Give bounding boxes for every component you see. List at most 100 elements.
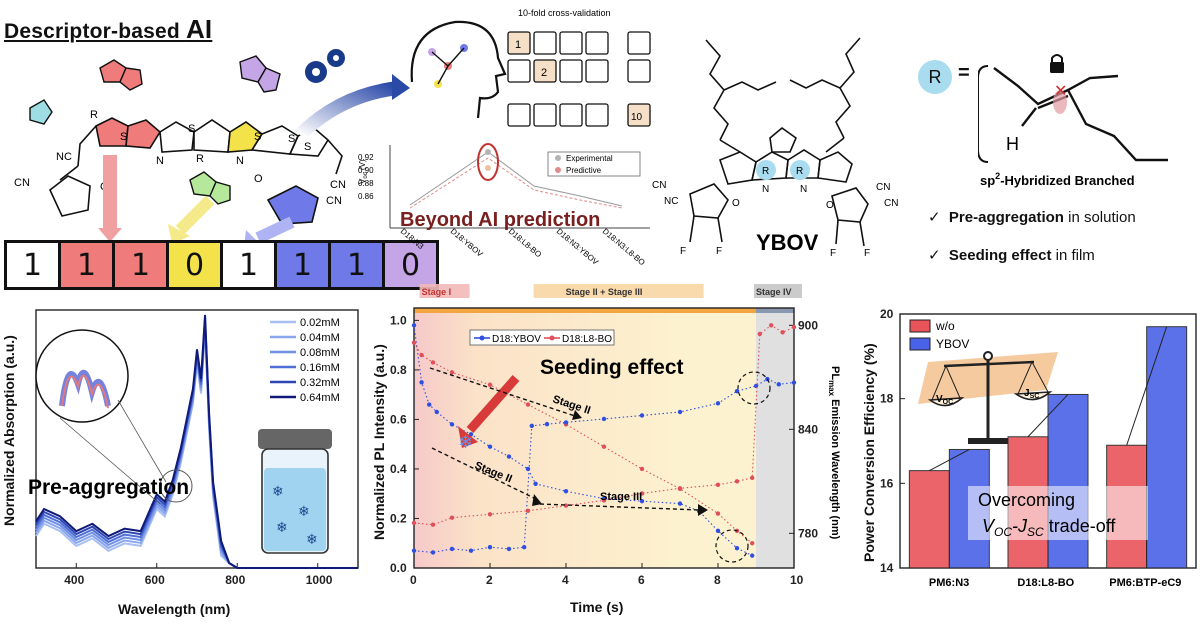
data-point xyxy=(506,546,512,552)
data-point xyxy=(430,360,436,365)
equals-sign: = xyxy=(958,62,970,84)
label-r: R xyxy=(796,166,803,177)
cv-label: 10-fold cross-validation xyxy=(518,8,611,18)
mini-prediction-plot: 0.92 0.90 0.88 0.86 Voc (V) Experimental… xyxy=(358,143,650,267)
data-point xyxy=(533,481,538,487)
snowflake-icon: ❄ xyxy=(458,432,473,452)
x-tick-label: 400 xyxy=(64,573,84,587)
data-point xyxy=(715,528,721,534)
data-point xyxy=(677,501,683,506)
backbone xyxy=(49,117,343,225)
balance-scale-icon: VOC JSC xyxy=(918,351,1058,444)
vial-icon: ❄ ❄ ❄ ❄ xyxy=(258,429,332,554)
data-point xyxy=(677,409,683,415)
x-tick-label: D18:L8-BO xyxy=(1017,577,1074,589)
data-point xyxy=(449,515,455,520)
y-right-tick-label: 900 xyxy=(798,318,818,332)
data-point xyxy=(487,444,493,449)
data-point xyxy=(765,376,770,382)
y-tick-label: 0.4 xyxy=(390,462,407,476)
bar-connector xyxy=(1027,394,1069,438)
bar xyxy=(908,470,950,569)
label-cn: NC xyxy=(664,196,678,207)
bar xyxy=(1047,393,1089,569)
voc-label: VOC xyxy=(936,394,953,406)
absorption-chart: Normalized Absorption (a.u.) Wavelength … xyxy=(1,309,359,617)
mini-xtick: D18:L8-BO xyxy=(507,227,543,260)
legend-item: 0.64mM xyxy=(300,392,340,404)
pce-chart: Power Conversion Efficiency (%) 14161820… xyxy=(861,307,1197,589)
jsc-label: JSC xyxy=(1024,388,1039,400)
sp2-label: sp2-Hybridized Branched xyxy=(980,171,1135,188)
data-point xyxy=(419,352,424,358)
stage-bar xyxy=(414,308,756,313)
mini-xtick: D18:N3:YBOV xyxy=(555,227,601,267)
y-tick-label: 0.0 xyxy=(390,561,407,575)
snowflake-icon: ❄ xyxy=(272,483,284,499)
data-point xyxy=(639,498,645,504)
legend-box xyxy=(469,329,615,346)
label-r: R xyxy=(762,166,769,177)
label-o: O xyxy=(254,173,263,185)
legend-swatch xyxy=(909,337,931,351)
mini-ytick: 0.88 xyxy=(358,179,374,188)
snowflake-icon: ❄ xyxy=(306,531,318,547)
check-icon: ✓ xyxy=(928,209,941,226)
data-point xyxy=(449,546,455,552)
legend-item: 0.04mM xyxy=(300,332,340,344)
data-point xyxy=(750,475,755,481)
cv-grid xyxy=(507,31,651,127)
data-point xyxy=(715,482,721,487)
x-tick-label: 2 xyxy=(486,573,493,587)
data-point xyxy=(430,522,436,527)
data-point xyxy=(449,422,455,427)
stage-bar xyxy=(756,308,794,313)
plot-frame xyxy=(413,307,795,569)
label-f: F xyxy=(716,246,722,257)
gear-icon xyxy=(305,49,345,83)
data-point xyxy=(563,420,569,425)
label-n: N xyxy=(762,184,769,195)
x-tick-label: 8 xyxy=(714,573,721,587)
ybov-molecule: R R N N F F F F CN NC CN CN O O YBOV xyxy=(652,37,898,259)
bit-cell: 1 xyxy=(331,243,385,287)
label-s: S xyxy=(288,133,295,145)
label-s: S xyxy=(188,123,195,135)
purple-fragment-icon xyxy=(239,55,281,93)
data-point xyxy=(411,548,417,553)
legend-item: YBOV xyxy=(936,337,969,351)
yellow-arrow xyxy=(175,195,215,235)
title-ai: AI xyxy=(185,14,213,44)
bit-cell: 1 xyxy=(223,243,277,287)
data-point xyxy=(677,486,683,491)
y-tick-label: 0.6 xyxy=(390,412,407,426)
data-point xyxy=(487,545,493,550)
x-tick-label: 4 xyxy=(562,573,569,587)
data-point xyxy=(411,340,417,345)
flow-arrow xyxy=(295,81,399,141)
cross-mark-icon: ✕ xyxy=(1054,83,1067,100)
chart-title: Seeding effect xyxy=(540,356,684,379)
data-point xyxy=(449,370,455,375)
red-fragment-icon xyxy=(99,59,143,91)
stage-annotation: Stage III xyxy=(600,491,642,503)
data-point xyxy=(715,511,721,516)
fold-number: 2 xyxy=(541,67,547,79)
data-point xyxy=(522,545,527,550)
stage-label: Stage I xyxy=(422,287,452,297)
bar-connector xyxy=(1126,326,1168,446)
label-o: O xyxy=(826,200,834,211)
bullet-rest: in film xyxy=(1051,247,1095,264)
molecule-left: NC CN O R R N N S S S S S O CN CN xyxy=(14,55,346,240)
mini-legend-item: Predictive xyxy=(566,166,602,175)
label-s: S xyxy=(304,141,311,153)
x-tick-label: PM6:N3 xyxy=(929,577,969,589)
data-point xyxy=(506,454,512,459)
overlay-subtitle: VOC-JSC trade-off xyxy=(982,516,1116,539)
label-o: O xyxy=(732,198,740,209)
data-point xyxy=(776,382,781,387)
data-point xyxy=(780,330,785,335)
bar-connector xyxy=(929,449,970,472)
data-point xyxy=(715,401,721,406)
